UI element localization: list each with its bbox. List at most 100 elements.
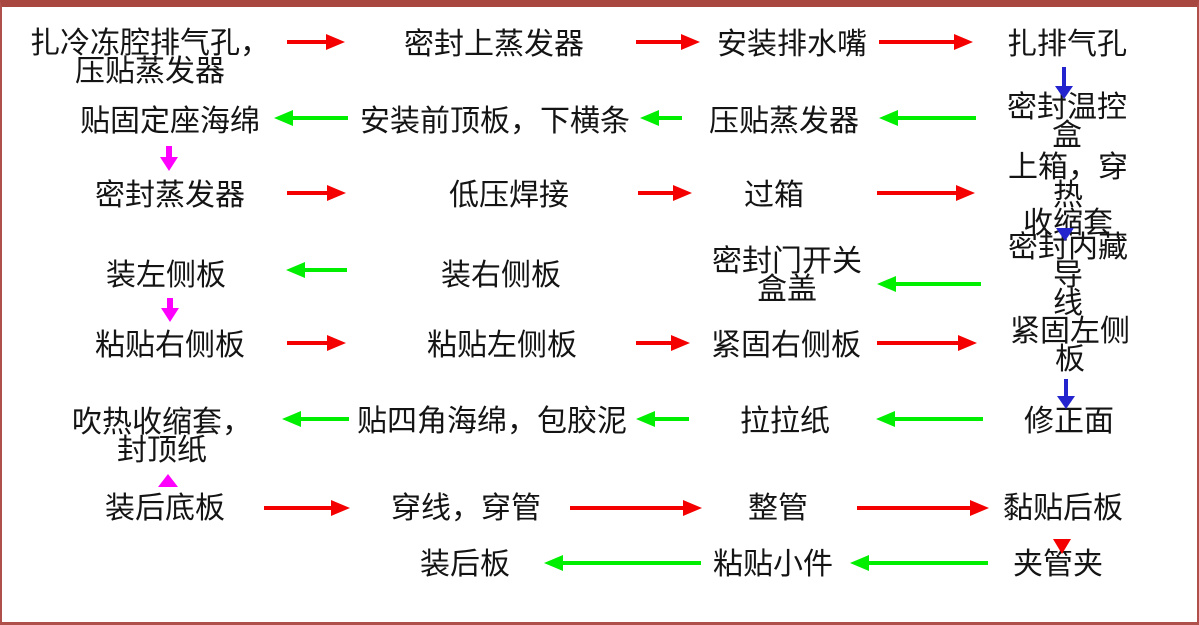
arrow-right-red-icon	[857, 499, 989, 517]
arrow-shaft	[561, 561, 701, 565]
arrow-shaft	[653, 417, 689, 421]
arrow-shaft	[879, 40, 956, 44]
flow-step-21-label: 修正面	[1024, 405, 1114, 438]
arrow-shaft	[638, 191, 675, 195]
arrow-down-blue-icon	[1055, 379, 1077, 409]
arrow-right-red-icon	[877, 184, 975, 202]
flow-step-22-label: 拉拉纸	[740, 405, 830, 438]
arrow-up-magenta-icon	[157, 474, 179, 487]
arrow-down-magenta-icon	[159, 298, 181, 322]
arrow-right-red-icon	[287, 184, 346, 202]
arrow-left-green-icon	[640, 109, 682, 127]
arrow-head	[326, 34, 345, 50]
arrow-down-magenta-icon	[158, 146, 180, 171]
arrow-left-green-icon	[876, 410, 983, 428]
flow-step-31-label: 装后板	[420, 548, 510, 581]
flow-step-4-label: 扎排气孔	[1007, 28, 1127, 61]
arrow-head	[671, 335, 690, 351]
arrow-left-green-icon	[544, 554, 701, 572]
arrow-head	[681, 34, 700, 50]
flow-step-7-label: 安装前顶板，下横条	[360, 105, 630, 138]
arrow-head	[282, 411, 301, 427]
arrow-right-red-icon	[636, 33, 700, 51]
arrow-left-green-icon	[282, 410, 349, 428]
arrow-head	[286, 262, 305, 278]
flow-step-9-label: 密封蒸发器	[95, 179, 245, 212]
arrow-shaft	[291, 116, 348, 120]
arrow-right-red-icon	[570, 499, 702, 517]
flow-step-6-label: 压贴蒸发器	[709, 105, 859, 138]
arrow-head	[850, 555, 869, 571]
arrow-shaft	[287, 191, 329, 195]
arrow-head	[954, 34, 973, 50]
arrow-head	[1055, 86, 1073, 99]
arrow-shaft	[1064, 379, 1068, 397]
arrow-head	[158, 474, 178, 487]
flow-step-19-label: 紧固右侧板	[711, 329, 861, 362]
flow-step-11-label: 过箱	[744, 179, 804, 212]
flow-step-30-label: 粘贴小件	[713, 548, 833, 581]
flow-step-12-label: 上箱，穿热 收缩套	[1008, 151, 1128, 240]
arrow-head	[877, 276, 896, 292]
flow-step-2-label: 密封上蒸发器	[404, 28, 584, 61]
arrow-down-blue-icon	[1053, 67, 1075, 99]
arrow-shaft	[167, 298, 173, 309]
flow-step-10-label: 低压焊接	[449, 179, 569, 212]
arrow-head	[683, 500, 702, 516]
flow-step-23-label: 贴四角海绵，包胶泥	[357, 405, 627, 438]
arrow-shaft	[287, 341, 329, 345]
arrow-right-red-icon	[636, 334, 690, 352]
arrow-shaft	[303, 268, 347, 272]
arrow-left-green-icon	[274, 109, 348, 127]
arrow-shaft	[657, 116, 682, 120]
arrow-down-red2-icon	[1051, 537, 1073, 554]
flow-step-17-label: 粘贴右侧板	[95, 329, 245, 362]
arrow-shaft	[894, 282, 981, 286]
arrow-left-green-icon	[286, 261, 347, 279]
arrow-left-green-icon	[636, 410, 689, 428]
flow-step-3-label: 安装排水嘴	[717, 28, 867, 61]
arrow-head	[958, 335, 977, 351]
flow-step-1-label: 扎冷冻腔排气孔， 压贴蒸发器	[30, 27, 270, 88]
arrow-head	[1053, 539, 1071, 554]
arrow-left-green-icon	[850, 554, 988, 572]
arrow-head	[1057, 396, 1075, 409]
arrow-right-red-icon	[879, 33, 973, 51]
flow-step-13-label: 密封内藏导 线	[1008, 231, 1128, 320]
flow-step-8-label: 贴固定座海绵	[80, 105, 260, 138]
arrow-shaft	[287, 40, 328, 44]
arrow-head	[970, 500, 989, 516]
arrow-right-red-icon	[638, 184, 692, 202]
arrow-shaft	[1062, 67, 1066, 87]
arrow-head	[160, 157, 178, 171]
flow-step-16-label: 装左侧板	[106, 259, 226, 292]
arrow-head	[636, 411, 655, 427]
arrow-left-green-icon	[877, 275, 981, 293]
arrow-right-red-icon	[264, 499, 350, 517]
arrow-head	[544, 555, 563, 571]
arrow-shaft	[166, 146, 172, 158]
flow-step-14-label: 密封门开关 盒盖	[712, 245, 862, 306]
flow-step-15-label: 装右侧板	[441, 259, 561, 292]
arrow-head	[640, 110, 659, 126]
flow-step-24-label: 吹热收缩套， 封顶纸	[72, 406, 252, 467]
flow-step-25-label: 装后底板	[105, 492, 225, 525]
arrow-head	[1056, 228, 1074, 241]
arrow-head	[876, 411, 895, 427]
arrow-shaft	[877, 341, 960, 345]
flow-step-20-label: 紧固左侧板	[1010, 315, 1130, 376]
arrow-shaft	[636, 40, 683, 44]
flow-step-5-label: 密封温控盒	[1007, 91, 1127, 152]
arrow-shaft	[877, 191, 958, 195]
arrow-shaft	[570, 506, 685, 510]
arrow-right-red-icon	[287, 33, 345, 51]
arrow-right-red-icon	[287, 334, 346, 352]
arrow-shaft	[299, 417, 349, 421]
arrow-shaft	[893, 417, 983, 421]
arrow-shaft	[857, 506, 972, 510]
flow-step-29-label: 夹管夹	[1013, 548, 1103, 581]
arrow-shaft	[636, 341, 673, 345]
arrow-head	[956, 185, 975, 201]
